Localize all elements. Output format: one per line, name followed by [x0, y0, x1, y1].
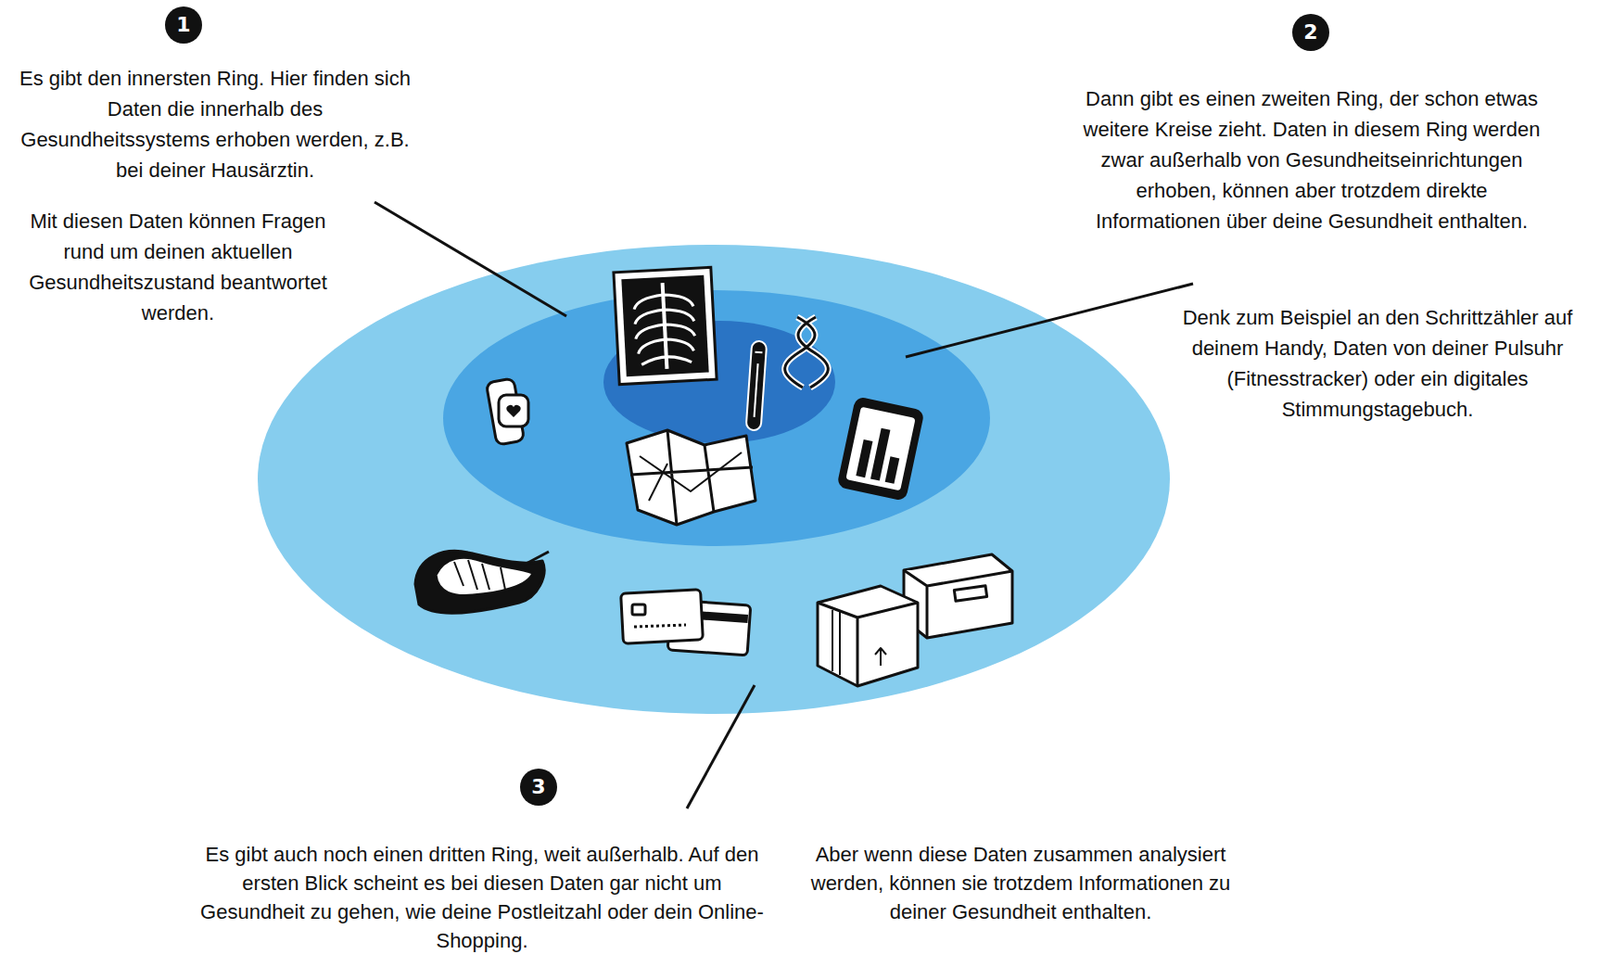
watch-icon: [485, 378, 529, 445]
dna-icon: [785, 317, 829, 388]
middle-ring: [443, 290, 991, 547]
callout-text: Mit diesen Daten können Fragen rund um d…: [9, 205, 347, 329]
callout-text: Denk zum Beispiel an den Schrittzähler a…: [1177, 302, 1578, 425]
leader-line: [686, 685, 755, 809]
shoes-icon: [415, 550, 549, 613]
outer-ring: [257, 244, 1170, 714]
cards-icon: [621, 589, 751, 656]
callout-text: Dann gibt es einen zweiten Ring, der sch…: [1077, 83, 1547, 237]
callout-number: 1: [165, 6, 203, 44]
callout-number: 2: [1292, 13, 1330, 51]
callout-number: 3: [520, 768, 558, 806]
callout-text: Aber wenn diese Daten zusammen analysier…: [800, 839, 1241, 927]
callout-text: Es gibt den innersten Ring. Hier finden …: [18, 63, 412, 186]
leader-line: [374, 202, 567, 317]
phone-icon: [836, 395, 925, 502]
leader-line: [905, 283, 1194, 357]
xray-icon: [613, 266, 717, 384]
map-icon: [626, 430, 756, 525]
test-tube-icon: [746, 341, 768, 432]
boxes-icon: [817, 554, 1013, 686]
callout-text: Es gibt auch noch einen dritten Ring, we…: [190, 839, 774, 955]
